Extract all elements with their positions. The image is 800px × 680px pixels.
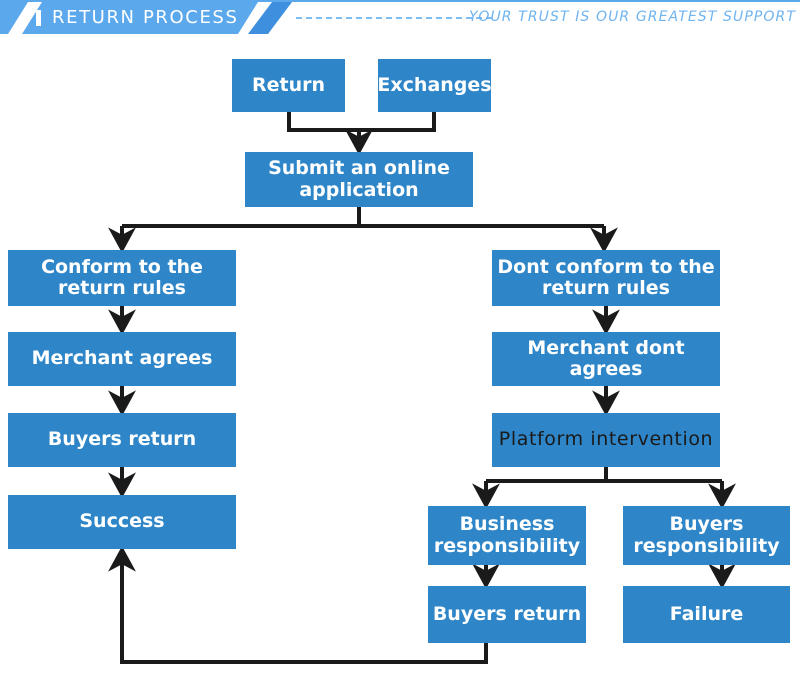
node-buyers-responsibility[interactable]: Buyers responsibility: [623, 506, 790, 565]
header-ribbon: [0, 2, 258, 34]
header-top-rule: [0, 0, 800, 2]
node-merchant-agrees[interactable]: Merchant agrees: [8, 332, 236, 386]
page-title: RETURN PROCESS: [52, 7, 239, 28]
node-business-responsibility[interactable]: Business responsibility: [428, 506, 586, 565]
page-header: RETURN PROCESS YOUR TRUST IS OUR GREATES…: [0, 0, 800, 36]
node-platform-intervention[interactable]: Platform intervention: [492, 413, 720, 467]
edge-return-to-submit: [287, 112, 359, 132]
header-tagline: YOUR TRUST IS OUR GREATEST SUPPORT: [468, 9, 796, 25]
node-return[interactable]: Return: [232, 59, 345, 112]
node-submit-online-application[interactable]: Submit an online application: [245, 152, 473, 207]
node-buyers-return-right[interactable]: Buyers return: [428, 586, 586, 643]
node-dont-conform-to-return-rules[interactable]: Dont conform to the return rules: [492, 250, 720, 306]
edge-exchanges-to-submit: [359, 112, 436, 132]
node-exchanges[interactable]: Exchanges: [377, 59, 492, 112]
node-success[interactable]: Success: [8, 495, 236, 549]
header-bar-marker-icon: [36, 10, 41, 26]
node-merchant-dont-agrees[interactable]: Merchant dont agrees: [492, 332, 720, 386]
node-failure[interactable]: Failure: [623, 586, 790, 643]
node-conform-to-return-rules[interactable]: Conform to the return rules: [8, 250, 236, 306]
header-dashed-rule: [296, 17, 492, 19]
node-buyers-return-left[interactable]: Buyers return: [8, 413, 236, 467]
